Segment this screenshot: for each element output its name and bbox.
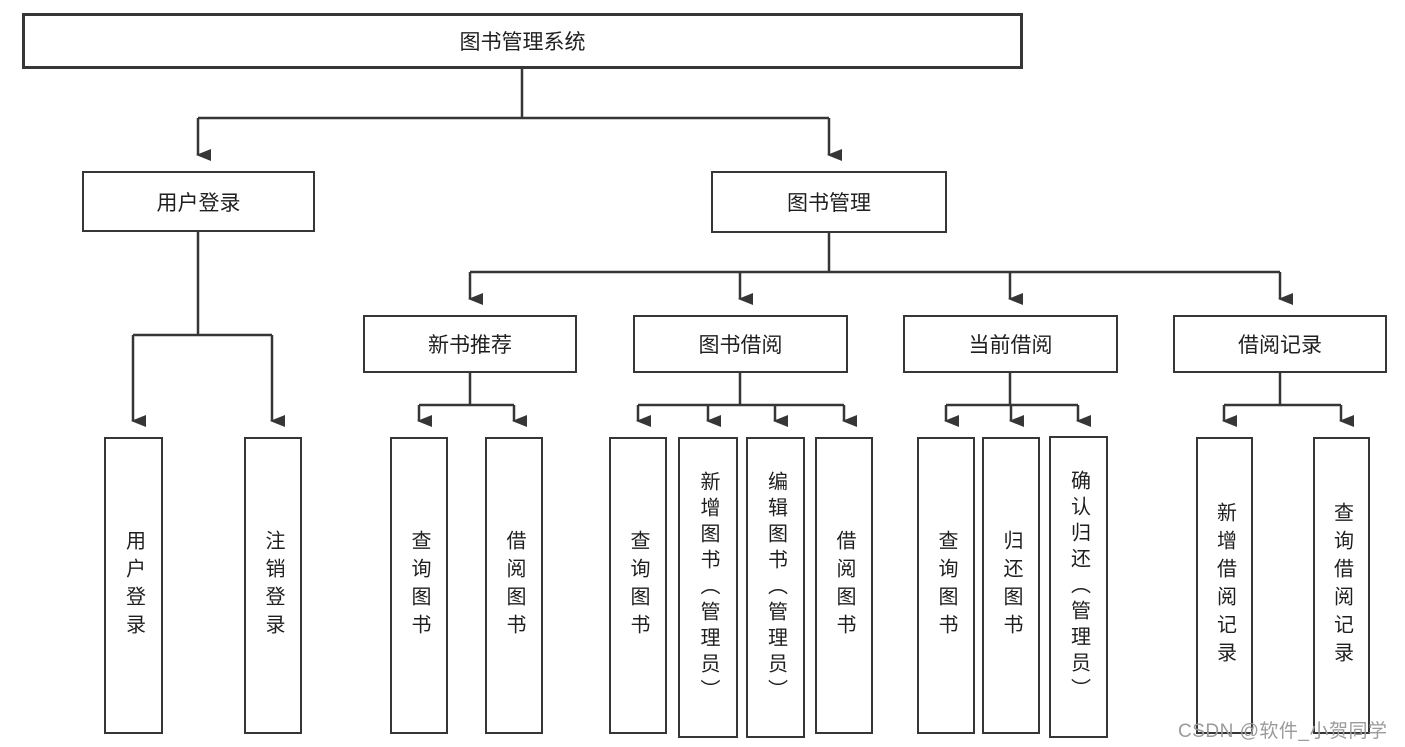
node-book-management: 图书管理 — [711, 171, 947, 233]
leaf-add-books-admin: 新增图书（管理员） — [678, 437, 738, 738]
leaf-confirm-return-admin: 确认归还（管理员） — [1049, 436, 1108, 738]
leaf-return-books: 归还图书 — [982, 437, 1040, 734]
node-new-book-recommendation: 新书推荐 — [363, 315, 577, 373]
leaf-user-login: 用户登录 — [104, 437, 163, 734]
leaf-query-books-current: 查询图书 — [917, 437, 975, 734]
leaf-borrow-books-rec: 借阅图书 — [485, 437, 543, 734]
node-system-root: 图书管理系统 — [22, 13, 1023, 69]
leaf-query-books-rec: 查询图书 — [390, 437, 448, 734]
leaf-edit-books-admin: 编辑图书（管理员） — [746, 437, 805, 738]
leaf-query-books-borrow: 查询图书 — [609, 437, 667, 734]
leaf-query-borrow-record: 查询借阅记录 — [1313, 437, 1370, 734]
leaf-borrow-books: 借阅图书 — [815, 437, 873, 734]
node-user-login: 用户登录 — [82, 171, 315, 232]
node-current-borrowing: 当前借阅 — [903, 315, 1118, 373]
leaf-add-borrow-record: 新增借阅记录 — [1196, 437, 1253, 734]
node-borrowing-records: 借阅记录 — [1173, 315, 1387, 373]
node-book-borrowing: 图书借阅 — [633, 315, 848, 373]
leaf-logout: 注销登录 — [244, 437, 302, 734]
csdn-watermark: CSDN @软件_小贺同学 — [1178, 721, 1388, 742]
